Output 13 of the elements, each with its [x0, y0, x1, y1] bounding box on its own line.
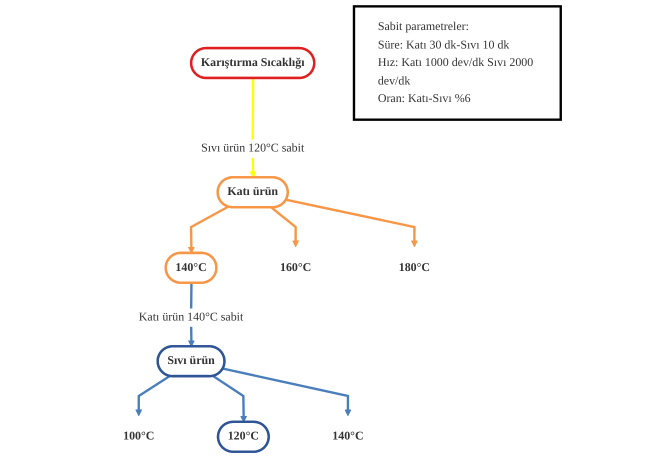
arrow — [212, 375, 248, 423]
arrow — [286, 198, 418, 248]
node-text: 180°C — [398, 261, 430, 274]
arrow — [188, 206, 229, 254]
arrow — [135, 375, 170, 416]
node-text: 140°C — [332, 430, 364, 443]
arrow — [270, 206, 300, 248]
node-text: 100°C — [123, 430, 154, 443]
node-text: 160°C — [280, 261, 312, 274]
arrow — [222, 367, 352, 416]
edge-label: Katı ürün 140°C sabit — [138, 310, 244, 324]
node-box: Sabit parametreler: Süre: Katı 30 dk-Sıvı 10 dk Hız: Katı 1000 dev/dk Sıvı 2000 dev/dk Oran: Katı-Sıvı %6 — [352, 5, 562, 121]
edge-label: Sıvı ürün 120°C sabit — [201, 142, 304, 155]
